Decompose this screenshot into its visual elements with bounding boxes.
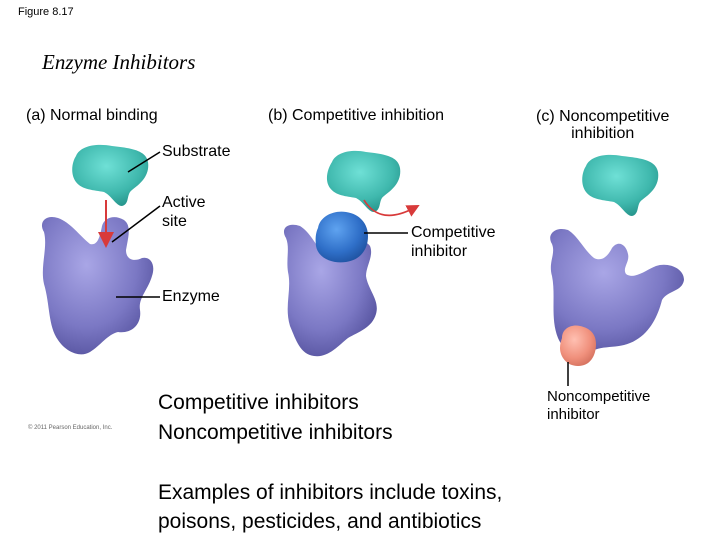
list-item: Competitive inhibitors	[158, 391, 359, 414]
label-competitive-inhibitor-line2: inhibitor	[411, 243, 468, 260]
label-competitive-inhibitor-line1: Competitive	[411, 224, 496, 241]
label-active-site-line2: site	[162, 213, 187, 230]
label-noncompetitive-inhibitor-line1: Noncompetitive	[547, 388, 651, 405]
enzyme-shape-a	[41, 216, 154, 355]
panel-a-title: (a) Normal binding	[26, 107, 158, 124]
examples-text: Examples of inhibitors include toxins, p…	[158, 478, 502, 536]
label-competitive-inhibitor: Competitive inhibitor	[411, 223, 495, 261]
label-noncompetitive-inhibitor: Noncompetitive inhibitor	[547, 388, 650, 424]
substrate-shape-a	[72, 144, 149, 206]
label-active-site-line1: Active	[162, 194, 206, 211]
label-noncompetitive-inhibitor-line2: inhibitor	[547, 406, 600, 423]
examples-line1: Examples of inhibitors include toxins,	[158, 481, 503, 504]
panel-c-title-line1: (c) Noncompetitive	[536, 108, 670, 125]
label-active-site: Active site	[162, 193, 206, 231]
figure-label: Figure 8.17	[18, 6, 74, 18]
examples-line2: poisons, pesticides, and antibiotics	[158, 510, 482, 533]
substrate-shape-c	[582, 154, 659, 216]
competitive-inhibitor-shape	[315, 211, 368, 263]
panel-c-title: (c) Noncompetitive inhibition	[536, 108, 669, 142]
page-title: Enzyme Inhibitors	[42, 50, 196, 74]
leader-substrate	[127, 151, 161, 173]
list-item: Noncompetitive inhibitors	[158, 421, 393, 444]
substrate-shape-b	[326, 150, 401, 212]
panel-c-title-line2: inhibition	[571, 125, 635, 142]
label-substrate: Substrate	[162, 143, 231, 160]
noncompetitive-inhibitor-shape	[560, 325, 596, 366]
panel-b-title: (b) Competitive inhibition	[268, 107, 445, 124]
label-enzyme: Enzyme	[162, 288, 220, 305]
deflection-arrow	[363, 199, 420, 217]
copyright-notice: © 2011 Pearson Education, Inc.	[28, 425, 113, 431]
leader-active-site	[111, 205, 161, 243]
enzyme-shape-c	[550, 228, 684, 355]
